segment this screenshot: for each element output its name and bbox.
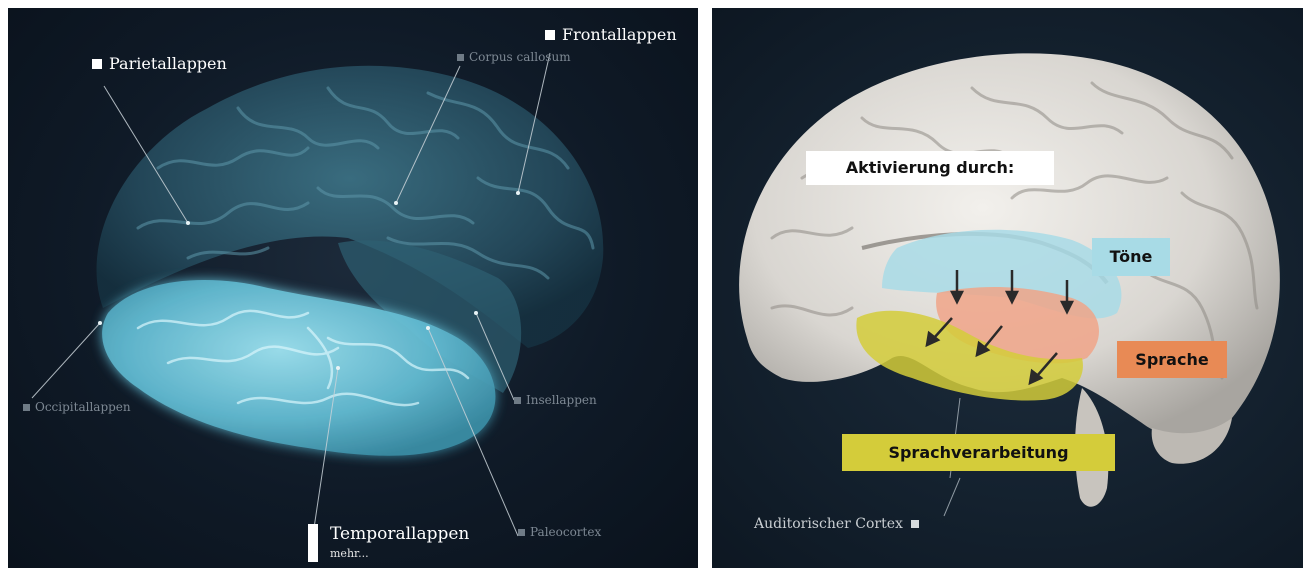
auditory-cortex-panel: Aktivierung durch: Töne Sprache Sprachve…: [712, 8, 1303, 568]
more-link[interactable]: mehr...: [330, 547, 469, 560]
label-temporallappen[interactable]: Temporallappen mehr...: [308, 524, 469, 562]
brain-lobes-panel: Parietallappen Frontallappen Corpus call…: [8, 8, 698, 568]
label-parietallappen[interactable]: Parietallappen: [92, 54, 227, 73]
label-frontallappen[interactable]: Frontallappen: [545, 25, 677, 44]
marker-square-icon: [457, 54, 464, 61]
marker-square-icon: [518, 529, 525, 536]
label-corpus-callosum[interactable]: Corpus callosum: [457, 50, 571, 64]
label-insellappen[interactable]: Insellappen: [514, 393, 597, 407]
selection-bar-icon: [308, 524, 318, 562]
brain-3d-illustration: [8, 8, 698, 568]
marker-square-icon: [911, 520, 919, 528]
marker-square-icon: [514, 397, 521, 404]
label-auditorischer-cortex[interactable]: Auditorischer Cortex: [754, 516, 919, 532]
heading-aktivierung: Aktivierung durch:: [806, 151, 1054, 185]
tag-toene: Töne: [1092, 238, 1170, 276]
tag-sprache: Sprache: [1117, 341, 1227, 378]
marker-square-icon: [23, 404, 30, 411]
marker-square-icon: [545, 30, 555, 40]
brain-lateral-illustration: [712, 8, 1303, 568]
marker-square-icon: [92, 59, 102, 69]
label-occipitallappen[interactable]: Occipitallappen: [23, 400, 131, 414]
label-paleocortex[interactable]: Paleocortex: [518, 525, 601, 539]
tag-sprachverarbeitung: Sprachverarbeitung: [842, 434, 1115, 471]
